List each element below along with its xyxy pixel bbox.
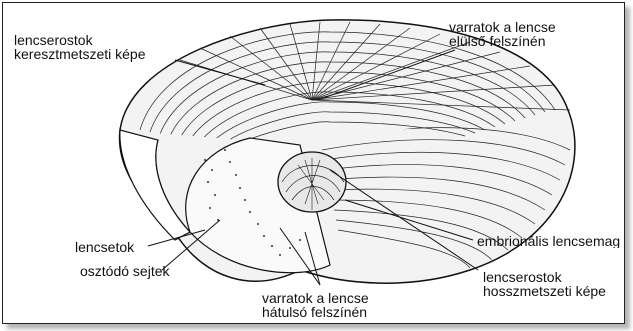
label-dividing-cells: osztódó sejtek [80, 264, 170, 278]
embryonic-nucleus-shape [278, 152, 346, 212]
label-anterior-sutures: varratok a lencse elülső felszínén [449, 20, 556, 48]
label-longitudinal-section: lencserostok hosszmetszeti képe [483, 270, 606, 298]
label-cross-section: lencserostok keresztmetszeti képe [14, 33, 146, 61]
label-lens-capsule: lencsetok [75, 240, 134, 254]
label-embryonic-nucleus: embrionális lencsemag [477, 234, 623, 248]
label-posterior-sutures: varratok a lencse hátulsó felszínén [262, 291, 369, 319]
